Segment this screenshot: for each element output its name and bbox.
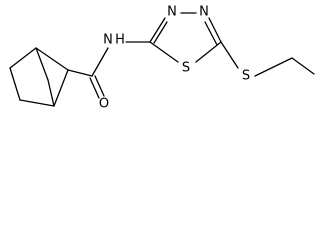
bond [9, 47, 37, 69]
bond [53, 69, 69, 107]
bond [153, 21, 168, 44]
bond [94, 75, 105, 97]
bond [35, 47, 49, 81]
bond [91, 47, 109, 77]
ring-sulfur-label: S [182, 61, 190, 76]
ethylthio-group [220, 41, 315, 77]
bond [9, 67, 21, 101]
ring-nitrogen-right-label: N [199, 5, 209, 20]
bond [149, 41, 179, 63]
ring-nitrogen-left-label: N [167, 5, 177, 20]
bond [149, 17, 166, 43]
norbornane-group [9, 47, 93, 107]
bond [254, 57, 293, 77]
bond [47, 79, 55, 107]
structure-canvas: N H O N N S S [0, 0, 320, 118]
bond [35, 47, 69, 71]
bond [89, 77, 100, 99]
amide-hydrogen-label: H [115, 33, 125, 48]
bond [208, 17, 222, 43]
carbonyl-oxygen-label: O [99, 97, 109, 112]
bond [220, 41, 239, 69]
amide-group [89, 41, 151, 99]
bond [195, 41, 222, 63]
thiadiazole-ring [149, 12, 222, 63]
molecule-drawing: N H O N N S S [9, 5, 315, 112]
bond [19, 99, 55, 107]
bond [291, 57, 315, 75]
bond [204, 21, 218, 46]
bond [67, 69, 93, 77]
amide-nitrogen-label: N [103, 33, 113, 48]
thioether-sulfur-label: S [242, 69, 250, 84]
